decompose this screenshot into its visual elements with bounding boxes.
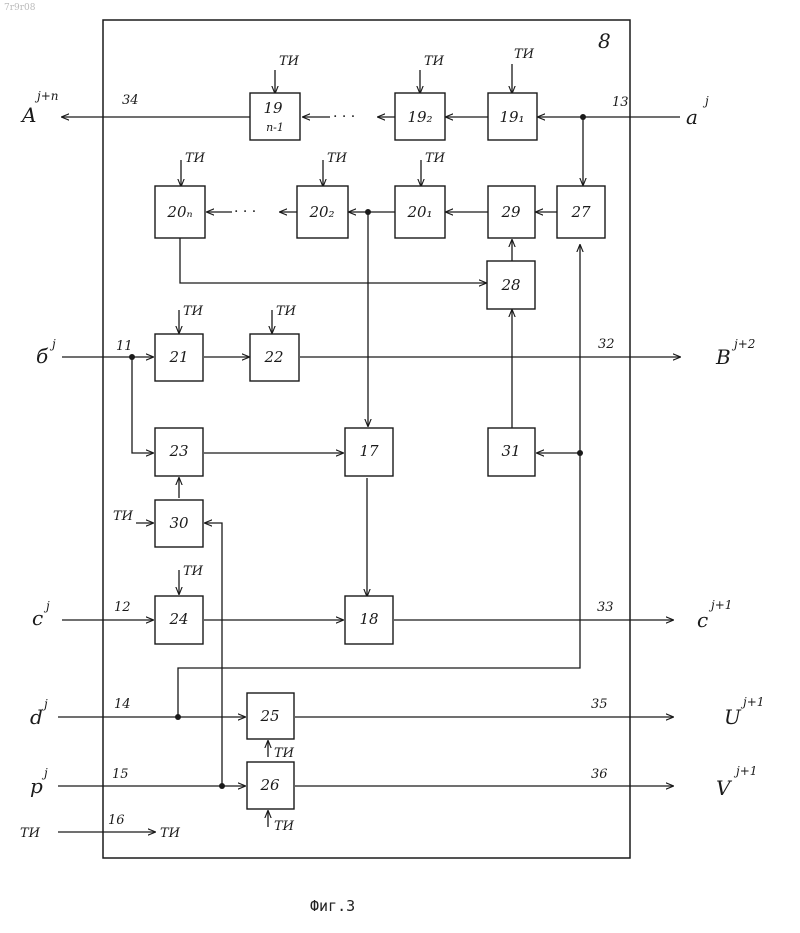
- signal-B-out: B: [715, 345, 731, 369]
- block-31: 31: [488, 428, 535, 476]
- block-19-n-1-label: 19: [263, 99, 283, 117]
- block-19-1-label: 19₁: [499, 108, 524, 126]
- block-19-2-label: 19₂: [407, 108, 432, 126]
- block-31-label: 31: [501, 442, 520, 460]
- port-15: 15: [112, 767, 129, 782]
- port-12: 12: [114, 600, 131, 615]
- block-17: 17: [345, 428, 393, 476]
- signal-c-in-sup: j: [43, 599, 50, 613]
- block-20-n-label: 20ₙ: [166, 203, 192, 221]
- block-30: 30: [155, 500, 203, 547]
- block-23-label: 23: [168, 442, 188, 460]
- clock-label: ТИ: [274, 819, 295, 834]
- port-13: 13: [612, 95, 629, 110]
- block-18: 18: [345, 596, 393, 644]
- block-22: 22: [250, 334, 299, 381]
- clock-label: ТИ: [327, 151, 348, 166]
- signal-U-out-sup: j+1: [740, 695, 764, 709]
- signal-A-out-sup: j+n: [34, 89, 59, 103]
- block-21-label: 21: [168, 348, 188, 366]
- chain-ellipsis-19: · · ·: [333, 109, 355, 125]
- block-21: 21: [155, 334, 203, 381]
- clock-label: ТИ: [113, 509, 134, 524]
- block-23: 23: [155, 428, 203, 476]
- block-25-label: 25: [259, 707, 279, 725]
- block-26-label: 26: [259, 776, 280, 794]
- signal-V-out-sup: j+1: [733, 764, 757, 778]
- block-25: 25: [247, 693, 294, 739]
- port-16: 16: [108, 813, 125, 828]
- block-28-label: 28: [500, 276, 520, 294]
- clock-label: ТИ: [424, 54, 445, 69]
- signal-b-in-sup: j: [49, 337, 56, 351]
- clock-label: ТИ: [514, 47, 535, 62]
- port-36: 36: [591, 767, 608, 782]
- signal-p-in: p: [30, 774, 43, 798]
- signal-A-out: A: [20, 103, 36, 127]
- clock-label: ТИ: [276, 304, 297, 319]
- clock-label: ТИ: [279, 54, 300, 69]
- block-19-n-1: 19 n-1: [250, 93, 300, 140]
- corner-mark: 7r9r08: [4, 3, 36, 13]
- block-26: 26: [247, 762, 294, 809]
- signal-b-in: б: [36, 344, 49, 368]
- signal-d-in: d: [30, 705, 43, 729]
- block-30-label: 30: [169, 514, 189, 532]
- block-20-2: 20₂: [297, 186, 348, 238]
- port-35: 35: [591, 697, 608, 712]
- block-29-label: 29: [500, 203, 521, 221]
- block-19-2: 19₂: [395, 93, 445, 140]
- signal-a-in: a: [686, 105, 698, 129]
- port-34: 34: [122, 93, 139, 108]
- clock-label: ТИ: [185, 151, 206, 166]
- block-18-label: 18: [359, 610, 378, 628]
- block-17-label: 17: [359, 442, 379, 460]
- clock-label: ТИ: [183, 564, 204, 579]
- signal-a-in-sup: j: [702, 94, 709, 108]
- clock-input-label: ТИ: [20, 826, 41, 841]
- port-14: 14: [114, 697, 131, 712]
- clock-output-label: ТИ: [160, 826, 181, 841]
- signal-U-out: U: [724, 705, 742, 729]
- block-28: 28: [487, 261, 535, 309]
- block-22-label: 22: [263, 348, 283, 366]
- block-20-n: 20ₙ: [155, 186, 205, 238]
- figure-caption: Фиг.3: [310, 897, 355, 915]
- block-24-label: 24: [168, 610, 188, 628]
- block-24: 24: [155, 596, 203, 644]
- port-32: 32: [598, 337, 615, 352]
- block-20-1: 20₁: [395, 186, 445, 238]
- signal-C-out-sup: j+1: [708, 598, 732, 612]
- chain-ellipsis-20: · · ·: [234, 204, 256, 220]
- clock-label: ТИ: [274, 746, 295, 761]
- frame-label: 8: [598, 29, 611, 53]
- port-11: 11: [116, 339, 133, 354]
- signal-C-out: c: [697, 608, 708, 632]
- block-27-label: 27: [570, 203, 591, 221]
- port-33: 33: [597, 600, 614, 615]
- block-20-2-label: 20₂: [308, 203, 334, 221]
- signal-V-out: V: [716, 776, 733, 800]
- block-27: 27: [557, 186, 605, 238]
- clock-label: ТИ: [425, 151, 446, 166]
- block-19-1: 19₁: [488, 93, 537, 140]
- signal-B-out-sup: j+2: [731, 337, 755, 351]
- block-19-n-1-sub: n-1: [266, 121, 284, 134]
- block-20-1-label: 20₁: [406, 203, 432, 221]
- signal-c-in: c: [32, 606, 43, 630]
- block-29: 29: [488, 186, 535, 238]
- clock-label: ТИ: [183, 304, 204, 319]
